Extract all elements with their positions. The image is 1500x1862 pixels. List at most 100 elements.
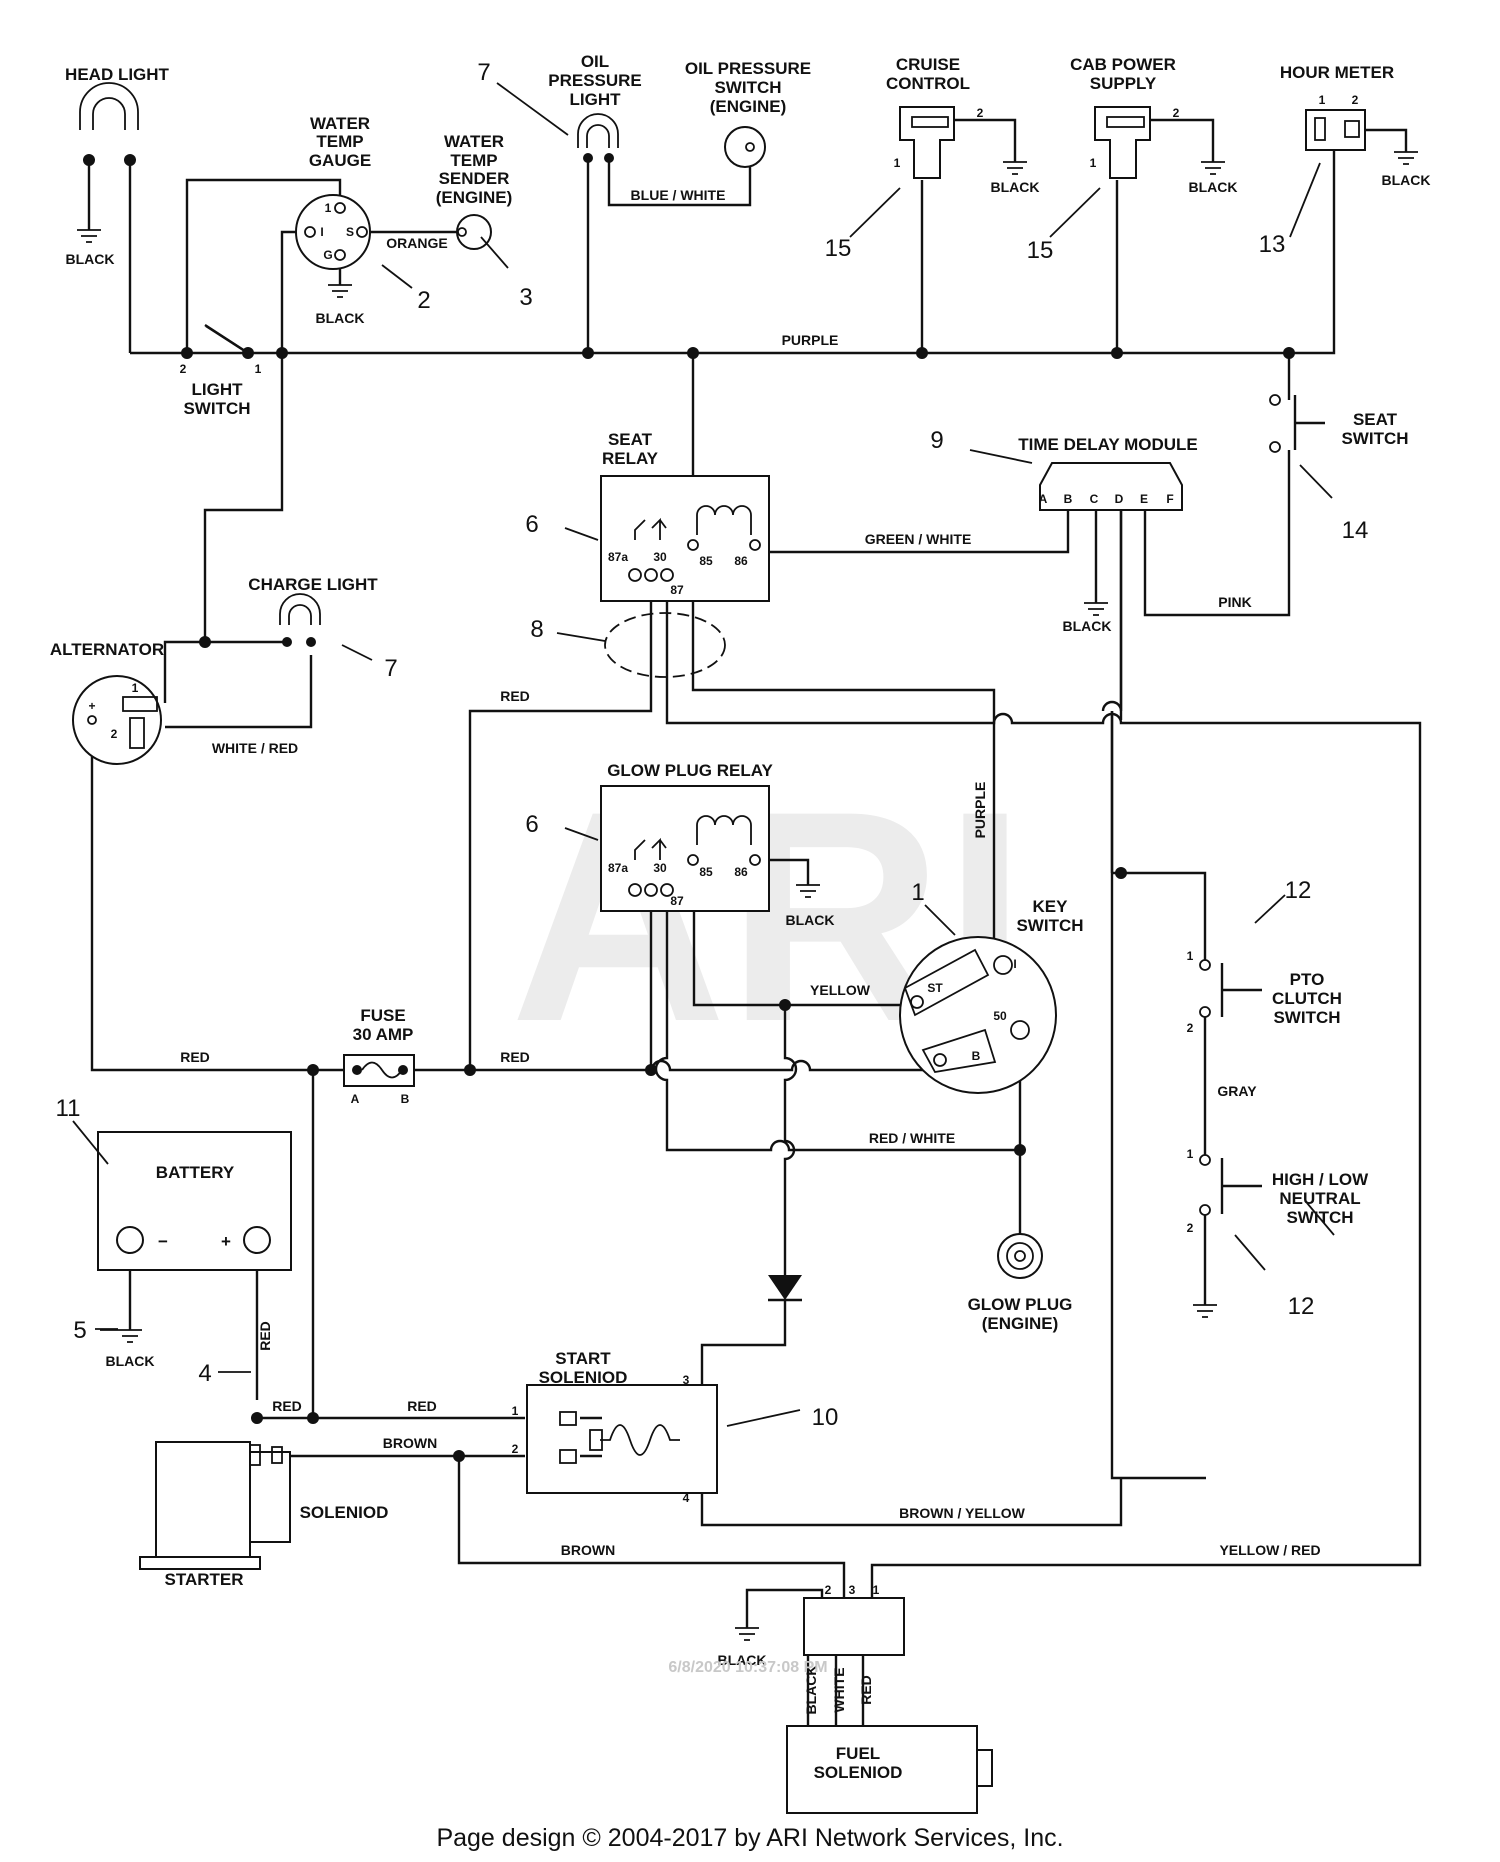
- light-switch-label-1: LIGHT: [192, 380, 244, 399]
- black-label-hour: BLACK: [1382, 172, 1431, 188]
- glow-relay-pin-87a: 87a: [608, 861, 628, 875]
- gauge-pin-1: 1: [325, 201, 332, 215]
- light-switch-label-2: SWITCH: [183, 399, 250, 418]
- red-label-solenoid: RED: [407, 1398, 437, 1414]
- cab-pin-2: 2: [1173, 106, 1180, 120]
- cab-power-supply-label-2: SUPPLY: [1090, 74, 1157, 93]
- white-red-label: WHITE / RED: [212, 740, 298, 756]
- red-white-label: RED / WHITE: [869, 1130, 955, 1146]
- gauge-pin-i: I: [320, 225, 323, 239]
- red-label-alternator: RED: [180, 1049, 210, 1065]
- cruise-pin-2: 2: [977, 106, 984, 120]
- high-low-neutral-switch: [1199, 1154, 1262, 1216]
- glow-relay-pin-86: 86: [734, 865, 748, 879]
- water-temp-sender-label-3: SENDER: [439, 169, 510, 188]
- seat-relay-label-2: RELAY: [602, 449, 659, 468]
- gauge-pin-g: G: [323, 248, 332, 262]
- black-label-cab: BLACK: [1189, 179, 1238, 195]
- solenoid-label: SOLENIOD: [300, 1503, 389, 1522]
- pto-clutch-switch-label-3: SWITCH: [1273, 1008, 1340, 1027]
- start-solenoid-pin-2: 2: [512, 1442, 519, 1456]
- key-pin-b: B: [972, 1049, 981, 1063]
- water-temp-sender-label-4: (ENGINE): [436, 188, 513, 207]
- water-temp-gauge: [295, 194, 371, 270]
- callout-13: 13: [1259, 231, 1286, 258]
- fuel-pin-1: 1: [873, 1583, 880, 1597]
- light-switch-pin-1: 1: [255, 362, 262, 376]
- fuel-pin-3: 3: [849, 1583, 856, 1597]
- charge-light: [279, 593, 321, 647]
- callout-12-hln: 12: [1288, 1293, 1315, 1320]
- start-solenoid-pin-1: 1: [512, 1404, 519, 1418]
- black-label-fuel-lead: BLACK: [803, 1666, 819, 1715]
- glow-relay-pin-85: 85: [699, 865, 713, 879]
- wires: [87, 118, 1422, 1726]
- callout-2: 2: [417, 287, 430, 314]
- seat-relay: [600, 475, 770, 602]
- pto-clutch-switch-label-2: CLUTCH: [1272, 989, 1342, 1008]
- glow-plug: [997, 1233, 1043, 1279]
- red-label-battery-vertical: RED: [257, 1321, 273, 1351]
- callout-9: 9: [930, 427, 943, 454]
- oil-pressure-switch: [724, 126, 766, 168]
- key-pin-50: 50: [993, 1009, 1007, 1023]
- red-label-seat-relay: RED: [500, 688, 530, 704]
- red-label-fuel-lead: RED: [858, 1675, 874, 1705]
- oil-pressure-switch-label-3: (ENGINE): [710, 97, 787, 116]
- water-temp-gauge-label-2: TEMP: [316, 132, 363, 151]
- glow-relay-pin-30: 30: [653, 861, 667, 875]
- white-label-fuel-lead: WHITE: [831, 1667, 847, 1712]
- head-light-label: HEAD LIGHT: [65, 65, 170, 84]
- black-label-gauge: BLACK: [316, 310, 365, 326]
- water-temp-sender: [456, 214, 492, 250]
- yellow-label: YELLOW: [810, 982, 871, 998]
- battery-minus: −: [158, 1232, 168, 1251]
- cruise-control-label-2: CONTROL: [886, 74, 970, 93]
- start-solenoid-label-2: SOLENIOD: [539, 1368, 628, 1387]
- glow-plug-relay-label: GLOW PLUG RELAY: [607, 761, 773, 780]
- callout-11: 11: [56, 1095, 81, 1122]
- cab-power-supply-connector: [1094, 106, 1151, 179]
- callout-numbers: 7 2 3 15 15 13 9 14 6 7 8 6 1 12 12 10 1…: [56, 59, 1369, 1431]
- purple-label-vertical: PURPLE: [972, 782, 988, 839]
- tdm-pin-c: C: [1090, 492, 1099, 506]
- seat-relay-pin-87a: 87a: [608, 550, 628, 564]
- glow-plug-relay: [600, 785, 770, 912]
- cruise-control-connector: [899, 106, 955, 179]
- gray-label: GRAY: [1217, 1083, 1257, 1099]
- black-label-cruise: BLACK: [991, 179, 1040, 195]
- start-solenoid-pin-3: 3: [683, 1373, 690, 1387]
- callout-6-seat: 6: [525, 511, 538, 538]
- callout-6-glow: 6: [525, 811, 538, 838]
- light-switch-pin-2: 2: [180, 362, 187, 376]
- black-label-headlight: BLACK: [66, 251, 115, 267]
- red-label-fuse: RED: [500, 1049, 530, 1065]
- seat-relay-pin-87: 87: [670, 583, 684, 597]
- callout-10: 10: [812, 1404, 839, 1431]
- fuse-label-2: 30 AMP: [353, 1025, 414, 1044]
- water-temp-sender-label-1: WATER: [444, 132, 504, 151]
- junction-dots: [181, 347, 1295, 1462]
- start-solenoid: [526, 1384, 718, 1494]
- tdm-pin-d: D: [1115, 492, 1124, 506]
- battery: [97, 1131, 292, 1271]
- fuse-pin-b: B: [401, 1092, 410, 1106]
- charge-light-label: CHARGE LIGHT: [248, 575, 378, 594]
- fuse-30a: [343, 1054, 415, 1087]
- cruise-control-label-1: CRUISE: [896, 55, 960, 74]
- alternator-pin-plus: +: [88, 699, 95, 713]
- callout-4: 4: [198, 1360, 211, 1387]
- high-low-neutral-switch-label-3: SWITCH: [1286, 1208, 1353, 1227]
- cruise-pin-1: 1: [894, 156, 901, 170]
- water-temp-sender-label-2: TEMP: [450, 151, 497, 170]
- fuel-pin-2: 2: [825, 1583, 832, 1597]
- glow-relay-pin-87: 87: [670, 894, 684, 908]
- brown-label-solenoid: BROWN: [383, 1435, 437, 1451]
- pto-clutch-switch-label-1: PTO: [1290, 970, 1325, 989]
- oil-pressure-switch-label-1: OIL PRESSURE: [685, 59, 811, 78]
- hour-meter-label: HOUR METER: [1280, 63, 1394, 82]
- alternator-pin-2: 2: [111, 727, 118, 741]
- key-switch-label-2: SWITCH: [1016, 916, 1083, 935]
- hln-pin-1: 1: [1187, 1147, 1194, 1161]
